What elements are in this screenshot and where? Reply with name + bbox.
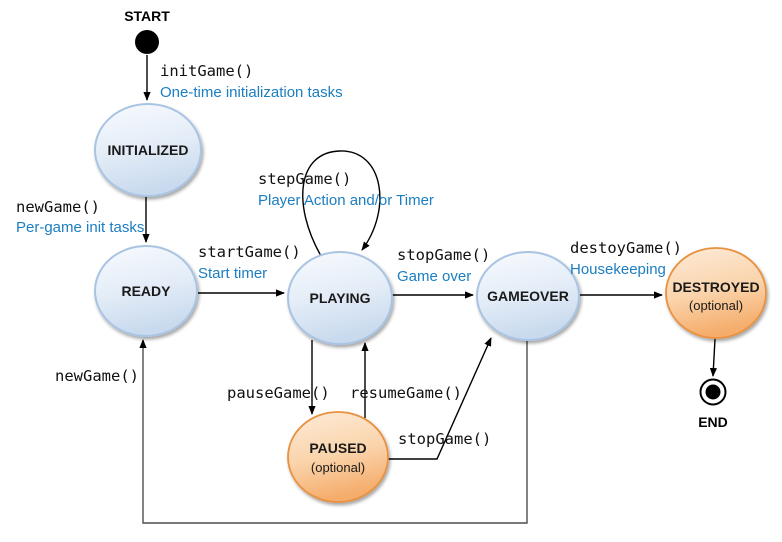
start-label: START [124,8,170,24]
label-stopgame-paused-event: stopGame() [398,430,491,448]
state-destroyed [665,247,767,339]
state-playing-label: PLAYING [310,290,371,306]
edge-gameover-to-ready-loop [139,339,528,524]
transition-labels: initGame() One-time initialization tasks… [16,62,682,448]
label-startgame-desc: Start timer [198,265,267,282]
label-destroygame-event: destoyGame() [570,239,682,257]
label-newgame-event: newGame() [16,198,100,216]
nodes [94,30,767,503]
label-stepgame-event: stepGame() [258,170,351,188]
state-paused-label: PAUSED [309,440,366,456]
state-destroyed-note: (optional) [689,298,743,313]
end-node-core [705,384,721,400]
node-labels: START END INITIALIZED READY PLAYING GAME… [108,8,760,475]
state-gameover [476,251,580,341]
label-stopgame-event: stopGame() [397,246,490,264]
state-initialized [94,103,202,197]
edge-paused-to-gameover [387,337,492,460]
state-playing [287,251,393,345]
label-stepgame-desc: Player Action and/or Timer [258,192,434,209]
edge-destroyed-to-end [709,338,718,377]
label-resumegame-event: resumeGame() [350,384,462,402]
label-newgame-desc: Per-game init tasks [16,219,144,236]
edge-playing-self-loop [302,150,381,257]
label-startgame-event: startGame() [198,243,301,261]
state-ready-label: READY [121,283,171,299]
label-initgame-desc: One-time initialization tasks [160,84,343,101]
state-destroyed-label: DESTROYED [672,279,759,295]
label-destroygame-desc: Housekeeping [570,261,666,278]
state-paused [287,411,389,503]
label-pausegame-event: pauseGame() [227,384,330,402]
state-ready [94,245,198,337]
state-initialized-label: INITIALIZED [108,142,189,158]
label-stopgame-desc: Game over [397,268,471,285]
start-node [135,30,159,54]
label-newgame-loop-event: newGame() [55,367,139,385]
state-paused-note: (optional) [311,460,365,475]
edges [139,55,718,524]
state-gameover-label: GAMEOVER [487,288,569,304]
end-label: END [698,414,728,430]
label-initgame-event: initGame() [160,62,253,80]
